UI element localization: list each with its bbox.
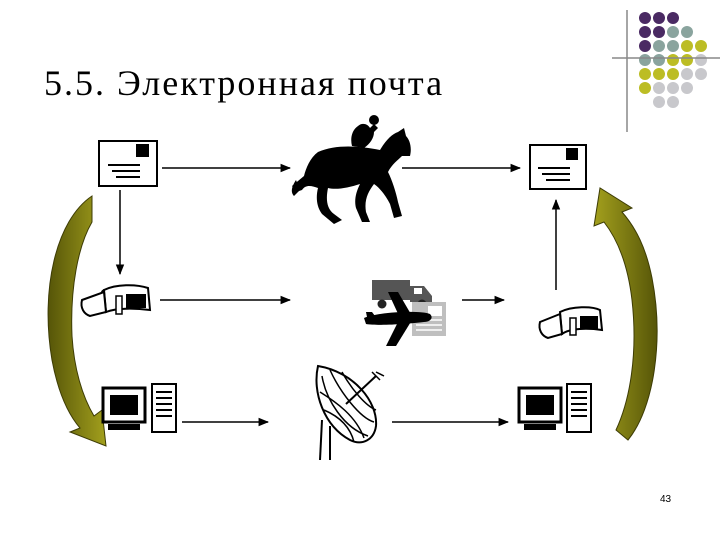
decorative-dot	[681, 40, 693, 52]
decorative-dot	[653, 40, 665, 52]
airplane-icon	[364, 292, 432, 346]
decorative-dot	[667, 82, 679, 94]
horse-rider-icon	[291, 115, 411, 224]
decorative-dot	[695, 54, 707, 66]
computer-icon	[517, 383, 592, 433]
decorative-dot	[653, 26, 665, 38]
decorative-dot	[653, 68, 665, 80]
slide-title: 5.5. Электронная почта	[44, 63, 445, 103]
decorative-dot	[639, 82, 651, 94]
mailbox-icon	[80, 284, 152, 318]
curved-arrow-right-icon	[593, 187, 658, 441]
decorative-dot	[639, 68, 651, 80]
decorative-dot	[653, 54, 665, 66]
decorative-dot	[681, 54, 693, 66]
computer-icon	[101, 383, 177, 433]
decorative-dot	[667, 54, 679, 66]
curved-arrow-left-icon	[47, 195, 107, 447]
decorative-dot	[639, 40, 651, 52]
truck-icon	[372, 280, 432, 309]
decorative-dot	[639, 12, 651, 24]
decorative-dot	[681, 26, 693, 38]
satellite-dish-icon	[315, 364, 385, 461]
mailbox-icon	[538, 306, 604, 340]
decorative-dot	[667, 68, 679, 80]
decorative-dot	[639, 26, 651, 38]
decorative-dot	[653, 12, 665, 24]
decorative-dot	[695, 40, 707, 52]
decorative-dot	[667, 96, 679, 108]
decorative-dot-grid	[639, 12, 707, 108]
decorative-dot	[681, 68, 693, 80]
envelope-icon	[98, 140, 158, 187]
decorative-dot	[653, 82, 665, 94]
envelope-icon	[529, 144, 587, 190]
decorative-dot	[667, 26, 679, 38]
decorative-dot	[653, 96, 665, 108]
decorative-dot	[667, 40, 679, 52]
decorative-dot	[695, 68, 707, 80]
decorative-dot	[681, 82, 693, 94]
decorative-dot	[639, 54, 651, 66]
connector-arrows	[115, 163, 561, 427]
decorative-dot	[667, 12, 679, 24]
page-number: 43	[660, 494, 672, 505]
